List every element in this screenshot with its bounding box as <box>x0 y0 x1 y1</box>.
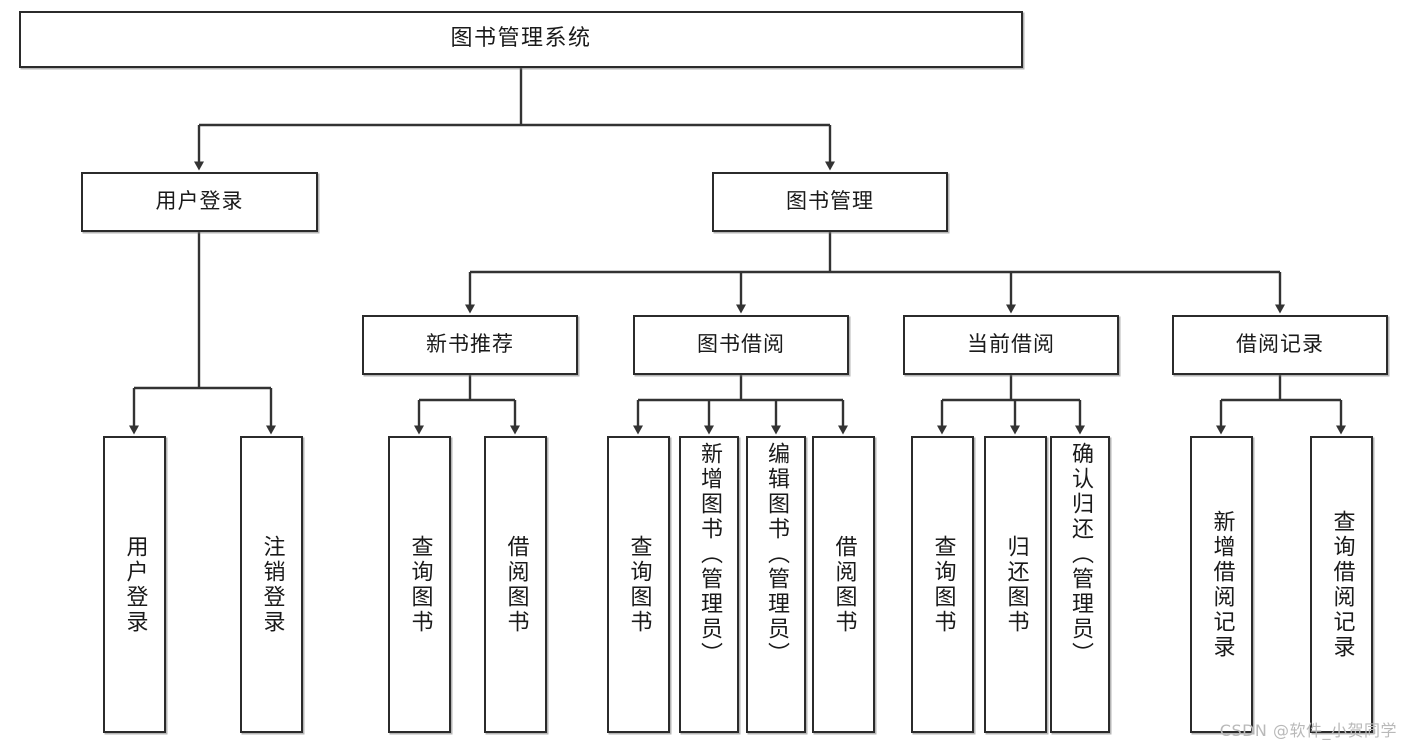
node-label: 查询图书 <box>407 534 433 635</box>
node-label: 注销登录 <box>259 534 285 635</box>
leaf-borrow-book[interactable]: 借阅图书 <box>812 436 875 733</box>
node-label: 借阅图书 <box>503 534 529 635</box>
node-label: 当前借阅 <box>967 332 1055 357</box>
node-label: 图书借阅 <box>697 332 785 357</box>
node-user-login[interactable]: 用户登录 <box>81 172 318 232</box>
node-current-borrow[interactable]: 当前借阅 <box>903 315 1119 375</box>
leaf-query-book-newbook[interactable]: 查询图书 <box>388 436 451 733</box>
leaf-logout[interactable]: 注销登录 <box>240 436 303 733</box>
leaf-user-login[interactable]: 用户登录 <box>103 436 166 733</box>
node-book-borrow[interactable]: 图书借阅 <box>633 315 849 375</box>
node-root-book-management-system[interactable]: 图书管理系统 <box>19 11 1023 68</box>
csdn-watermark: CSDN @软件_小贺同学 <box>1219 721 1397 740</box>
leaf-add-book-admin[interactable]: 新增图书（管理员） <box>679 436 739 733</box>
node-book-management[interactable]: 图书管理 <box>712 172 948 232</box>
node-label: 图书管理系统 <box>450 26 592 52</box>
leaf-confirm-return-admin[interactable]: 确认归还（管理员） <box>1050 436 1110 733</box>
node-label: 归还图书 <box>1003 534 1029 635</box>
leaf-query-borrow-record[interactable]: 查询借阅记录 <box>1310 436 1373 733</box>
node-label: 借阅图书 <box>831 534 857 635</box>
leaf-query-book-borrow[interactable]: 查询图书 <box>607 436 670 733</box>
node-borrow-record[interactable]: 借阅记录 <box>1172 315 1388 375</box>
leaf-add-borrow-record[interactable]: 新增借阅记录 <box>1190 436 1253 733</box>
leaf-edit-book-admin[interactable]: 编辑图书（管理员） <box>746 436 806 733</box>
node-label: 查询借阅记录 <box>1329 509 1355 660</box>
node-label: 新增图书（管理员） <box>697 442 722 667</box>
node-label: 确认归还（管理员） <box>1068 442 1093 667</box>
leaf-query-book-current[interactable]: 查询图书 <box>911 436 974 733</box>
node-label: 查询图书 <box>930 534 956 635</box>
node-label: 用户登录 <box>155 189 244 214</box>
node-label: 新增借阅记录 <box>1209 509 1235 660</box>
node-label: 查询图书 <box>626 534 652 635</box>
node-label: 借阅记录 <box>1236 332 1324 357</box>
node-label: 新书推荐 <box>426 332 514 357</box>
node-new-book-recommend[interactable]: 新书推荐 <box>362 315 578 375</box>
leaf-return-book[interactable]: 归还图书 <box>984 436 1047 733</box>
node-label: 编辑图书（管理员） <box>764 442 789 667</box>
node-label: 用户登录 <box>122 534 148 635</box>
leaf-borrow-book-newbook[interactable]: 借阅图书 <box>484 436 547 733</box>
node-label: 图书管理 <box>786 189 874 214</box>
